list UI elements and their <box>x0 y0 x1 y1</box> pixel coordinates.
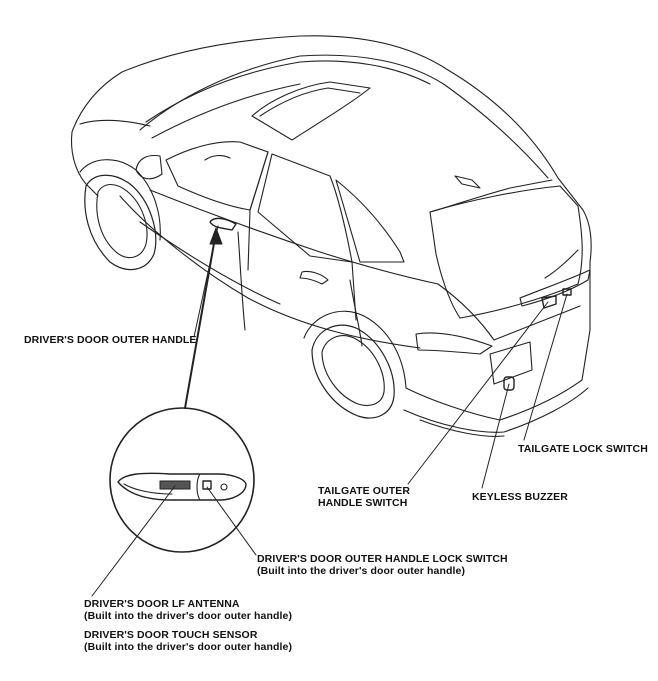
label-tailgate-lock-switch: TAILGATE LOCK SWITCH <box>518 443 648 455</box>
leader-arrow-head <box>209 227 223 245</box>
label-lock-switch-note: (Built into the driver's door outer hand… <box>257 565 466 577</box>
leader-line-lock-switch <box>206 486 257 556</box>
label-touch-sensor-note: (Built into the driver's door outer hand… <box>84 641 293 653</box>
handle-detail-inset <box>109 407 255 553</box>
label-lock-switch: DRIVER'S DOOR OUTER HANDLE LOCK SWITCH (… <box>257 553 508 577</box>
label-lf-antenna-note: (Built into the driver's door outer hand… <box>84 610 293 622</box>
label-touch-sensor: DRIVER'S DOOR TOUCH SENSOR (Built into t… <box>84 629 292 653</box>
leader-line-tailgate-lock-switch <box>523 293 568 441</box>
label-lf-antenna: DRIVER'S DOOR LF ANTENNA (Built into the… <box>84 598 292 622</box>
leader-arrow-inset <box>184 231 217 409</box>
label-keyless-buzzer: KEYLESS BUZZER <box>472 491 568 503</box>
label-drivers-door-outer-handle: DRIVER'S DOOR OUTER HANDLE <box>24 334 197 346</box>
label-tailgate-outer-handle-switch-line1: TAILGATE OUTER <box>318 485 411 497</box>
label-tailgate-outer-handle-switch-line2: HANDLE SWITCH <box>318 497 408 509</box>
leader-line-tailgate-outer-handle-switch <box>407 301 549 485</box>
leader-line-lf-antenna <box>91 485 176 597</box>
label-tailgate-outer-handle-switch: TAILGATE OUTER HANDLE SWITCH <box>318 485 410 509</box>
label-lf-antenna-title: DRIVER'S DOOR LF ANTENNA <box>84 598 240 610</box>
label-lock-switch-title: DRIVER'S DOOR OUTER HANDLE LOCK SWITCH <box>257 553 508 565</box>
vehicle-illustration <box>70 35 592 437</box>
leader-lines <box>91 225 568 597</box>
label-touch-sensor-title: DRIVER'S DOOR TOUCH SENSOR <box>84 629 258 641</box>
leader-line-keyless-buzzer <box>481 383 510 489</box>
